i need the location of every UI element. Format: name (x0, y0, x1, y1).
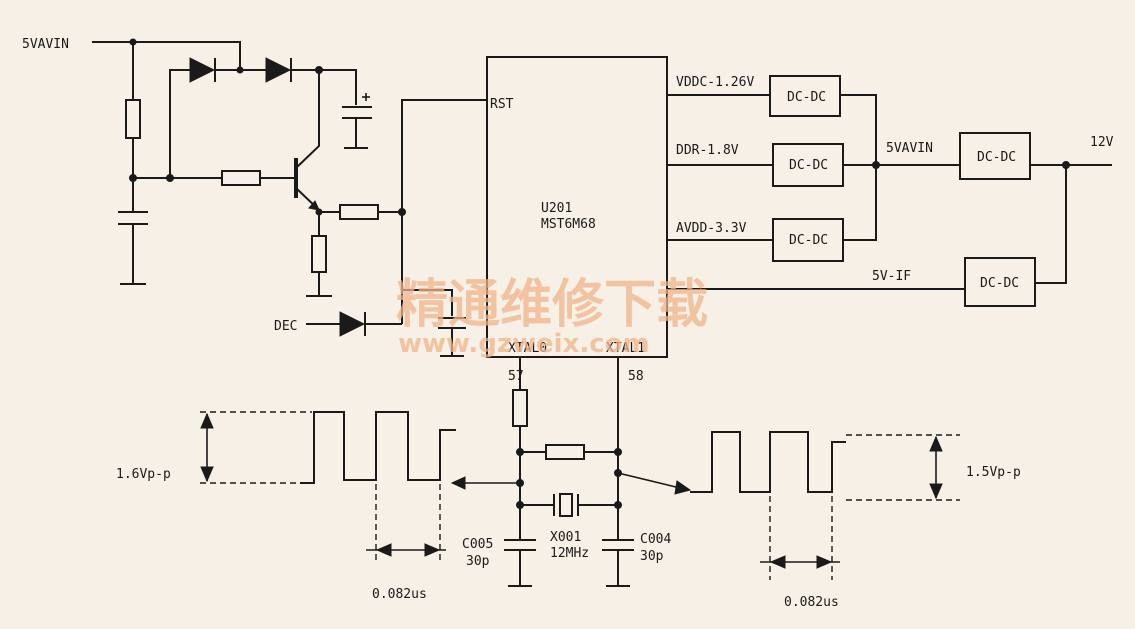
wave-left-amplitude: 1.6Vp-p (116, 467, 171, 482)
capacitor-c005 (504, 539, 536, 587)
c005-reference: C005 (462, 537, 493, 552)
crystal-network: X001 12MHz C005 30p C004 30p (450, 357, 692, 587)
c004-reference: C004 (640, 532, 671, 547)
wave-right-period: 0.082us (784, 595, 839, 610)
dcdc-avdd-label: DC-DC (789, 233, 828, 248)
power-rails: VDDC-1.26V DC-DC DDR-1.8V DC-DC AVDD-3.3… (667, 75, 1114, 307)
c004-value: 30p (640, 549, 664, 564)
pin-label-rst: RST (490, 97, 514, 112)
rail-5vif-label: 5V-IF (872, 269, 911, 284)
watermark-title: 精通维修下载 (396, 275, 708, 335)
watermark-url: www.gzweix.com (398, 329, 650, 359)
bus-5vavin-label: 5VAVIN (886, 141, 933, 156)
rail-avdd-label: AVDD-3.3V (676, 221, 747, 236)
dcdc-5vavin (959, 132, 1031, 180)
label-5vavin-input: 5VAVIN (22, 37, 69, 52)
pin-number-58: 58 (628, 369, 644, 384)
wave-right-amplitude: 1.5Vp-p (966, 465, 1021, 480)
chip-u201: RST U201 MST6M68 XTAL0 XTAL1 57 58 (486, 56, 668, 384)
chip-part-number: MST6M68 (541, 217, 596, 232)
watermark: 精通维修下载 www.gzweix.com (396, 275, 708, 359)
rail-vddc-label: VDDC-1.26V (676, 75, 754, 90)
waveform-xtal1: 1.5Vp-p 0.082us (690, 431, 1021, 610)
electrolytic-capacitor (342, 93, 372, 149)
probe-arrow-right (674, 480, 692, 495)
c005-value: 30p (466, 554, 490, 569)
input-12v-label: 12V (1090, 135, 1114, 150)
probe-arrow-left (450, 476, 466, 490)
pin-label-xtal0: XTAL0 (508, 341, 547, 356)
waveform-xtal0: 1.6Vp-p 0.082us (116, 411, 456, 602)
pin-label-xtal1: XTAL1 (606, 341, 645, 356)
wave-left-period: 0.082us (372, 587, 427, 602)
transistor-pnp (294, 70, 320, 211)
label-dec: DEC (274, 319, 297, 334)
pin-number-57: 57 (508, 369, 524, 384)
chip-reference: U201 (541, 201, 572, 216)
dcdc-ddr-label: DC-DC (789, 158, 828, 173)
rail-ddr-label: DDR-1.8V (676, 143, 739, 158)
dcdc-vddc-label: DC-DC (787, 90, 826, 105)
dcdc-5vif-label: DC-DC (980, 276, 1019, 291)
crystal-frequency: 12MHz (550, 546, 589, 561)
crystal-reference: X001 (550, 530, 581, 545)
reset-circuit: 5VAVIN (22, 37, 487, 357)
capacitor-c004 (602, 539, 634, 587)
dcdc-5vavin-label: DC-DC (977, 150, 1016, 165)
